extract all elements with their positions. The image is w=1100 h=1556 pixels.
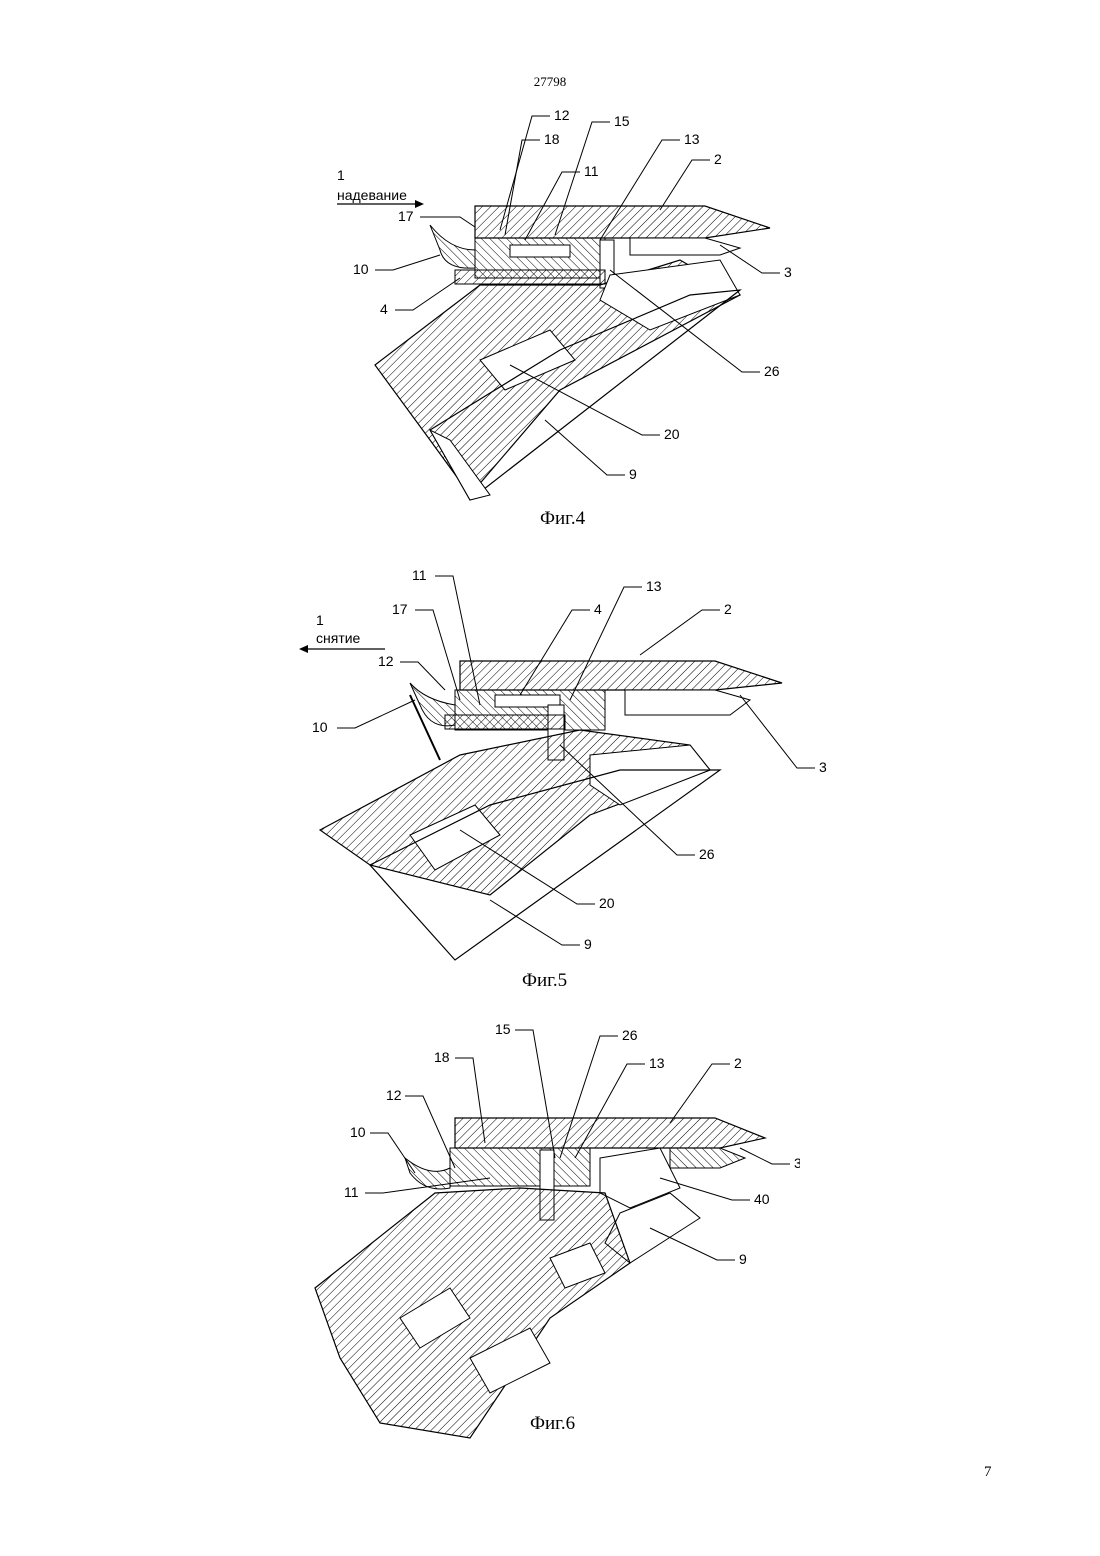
page-number: 7 (984, 1464, 992, 1481)
figure-6-caption: Фиг.6 (530, 1413, 575, 1435)
callout-26: 26 (622, 1027, 638, 1043)
fig5-direction-label: снятие (316, 630, 361, 646)
document-number: 27798 (0, 74, 1100, 90)
callout-13: 13 (684, 131, 700, 147)
callout-11: 11 (412, 567, 427, 583)
lever-10-shape (430, 225, 475, 268)
callout-9: 9 (629, 466, 637, 482)
fig4-direction-label: надевание (337, 187, 407, 203)
fig4-direction-number: 1 (337, 167, 345, 183)
callout-11: 11 (584, 163, 599, 179)
callout-15: 15 (614, 113, 630, 129)
figure-6-drawing: 15 26 18 13 2 12 10 3 11 40 9 (300, 1018, 800, 1448)
callout-18: 18 (544, 131, 560, 147)
callout-26: 26 (699, 846, 715, 862)
callout-20: 20 (599, 895, 615, 911)
part-2-shape (460, 661, 782, 690)
callout-10: 10 (350, 1124, 366, 1140)
part-3-shape (630, 238, 740, 255)
figure-4-caption: Фиг.4 (540, 508, 585, 530)
callout-2: 2 (724, 601, 732, 617)
callout-4: 4 (594, 601, 602, 617)
callout-10: 10 (353, 261, 369, 277)
callout-3: 3 (794, 1155, 800, 1171)
callout-3: 3 (819, 759, 827, 775)
fig5-direction-number: 1 (316, 612, 324, 628)
callout-12: 12 (378, 653, 394, 669)
callout-2: 2 (734, 1055, 742, 1071)
figure-5-drawing: 1 снятие 11 13 17 4 2 12 10 3 26 (290, 565, 850, 975)
callout-26: 26 (764, 363, 780, 379)
callout-13: 13 (646, 578, 662, 594)
callout-2: 2 (714, 151, 722, 167)
figure-5: 1 снятие 11 13 17 4 2 12 10 3 26 (290, 565, 850, 975)
callout-15: 15 (495, 1021, 511, 1037)
figure-5-caption: Фиг.5 (522, 970, 567, 992)
figure-4: 1 надевание 12 18 15 13 11 2 17 (300, 100, 800, 540)
figure-4-drawing: 1 надевание 12 18 15 13 11 2 17 (300, 100, 800, 540)
callout-10: 10 (312, 719, 328, 735)
callout-17: 17 (392, 601, 408, 617)
part-2-shape (475, 206, 770, 238)
callout-11: 11 (344, 1184, 359, 1200)
callout-9: 9 (584, 936, 592, 952)
callout-20: 20 (664, 426, 680, 442)
callout-4: 4 (380, 301, 388, 317)
callout-13: 13 (649, 1055, 665, 1071)
lower-body (315, 1188, 630, 1438)
callout-12: 12 (554, 107, 570, 123)
part-3-shape (625, 690, 750, 715)
part-3-shape (670, 1148, 745, 1168)
part-2-shape (455, 1118, 765, 1148)
callout-12: 12 (386, 1087, 402, 1103)
callout-9: 9 (739, 1251, 747, 1267)
callout-17: 17 (398, 208, 414, 224)
callout-3: 3 (784, 264, 792, 280)
figure-6: 15 26 18 13 2 12 10 3 11 40 9 (300, 1018, 800, 1448)
callout-40: 40 (754, 1191, 770, 1207)
callout-18: 18 (434, 1049, 450, 1065)
